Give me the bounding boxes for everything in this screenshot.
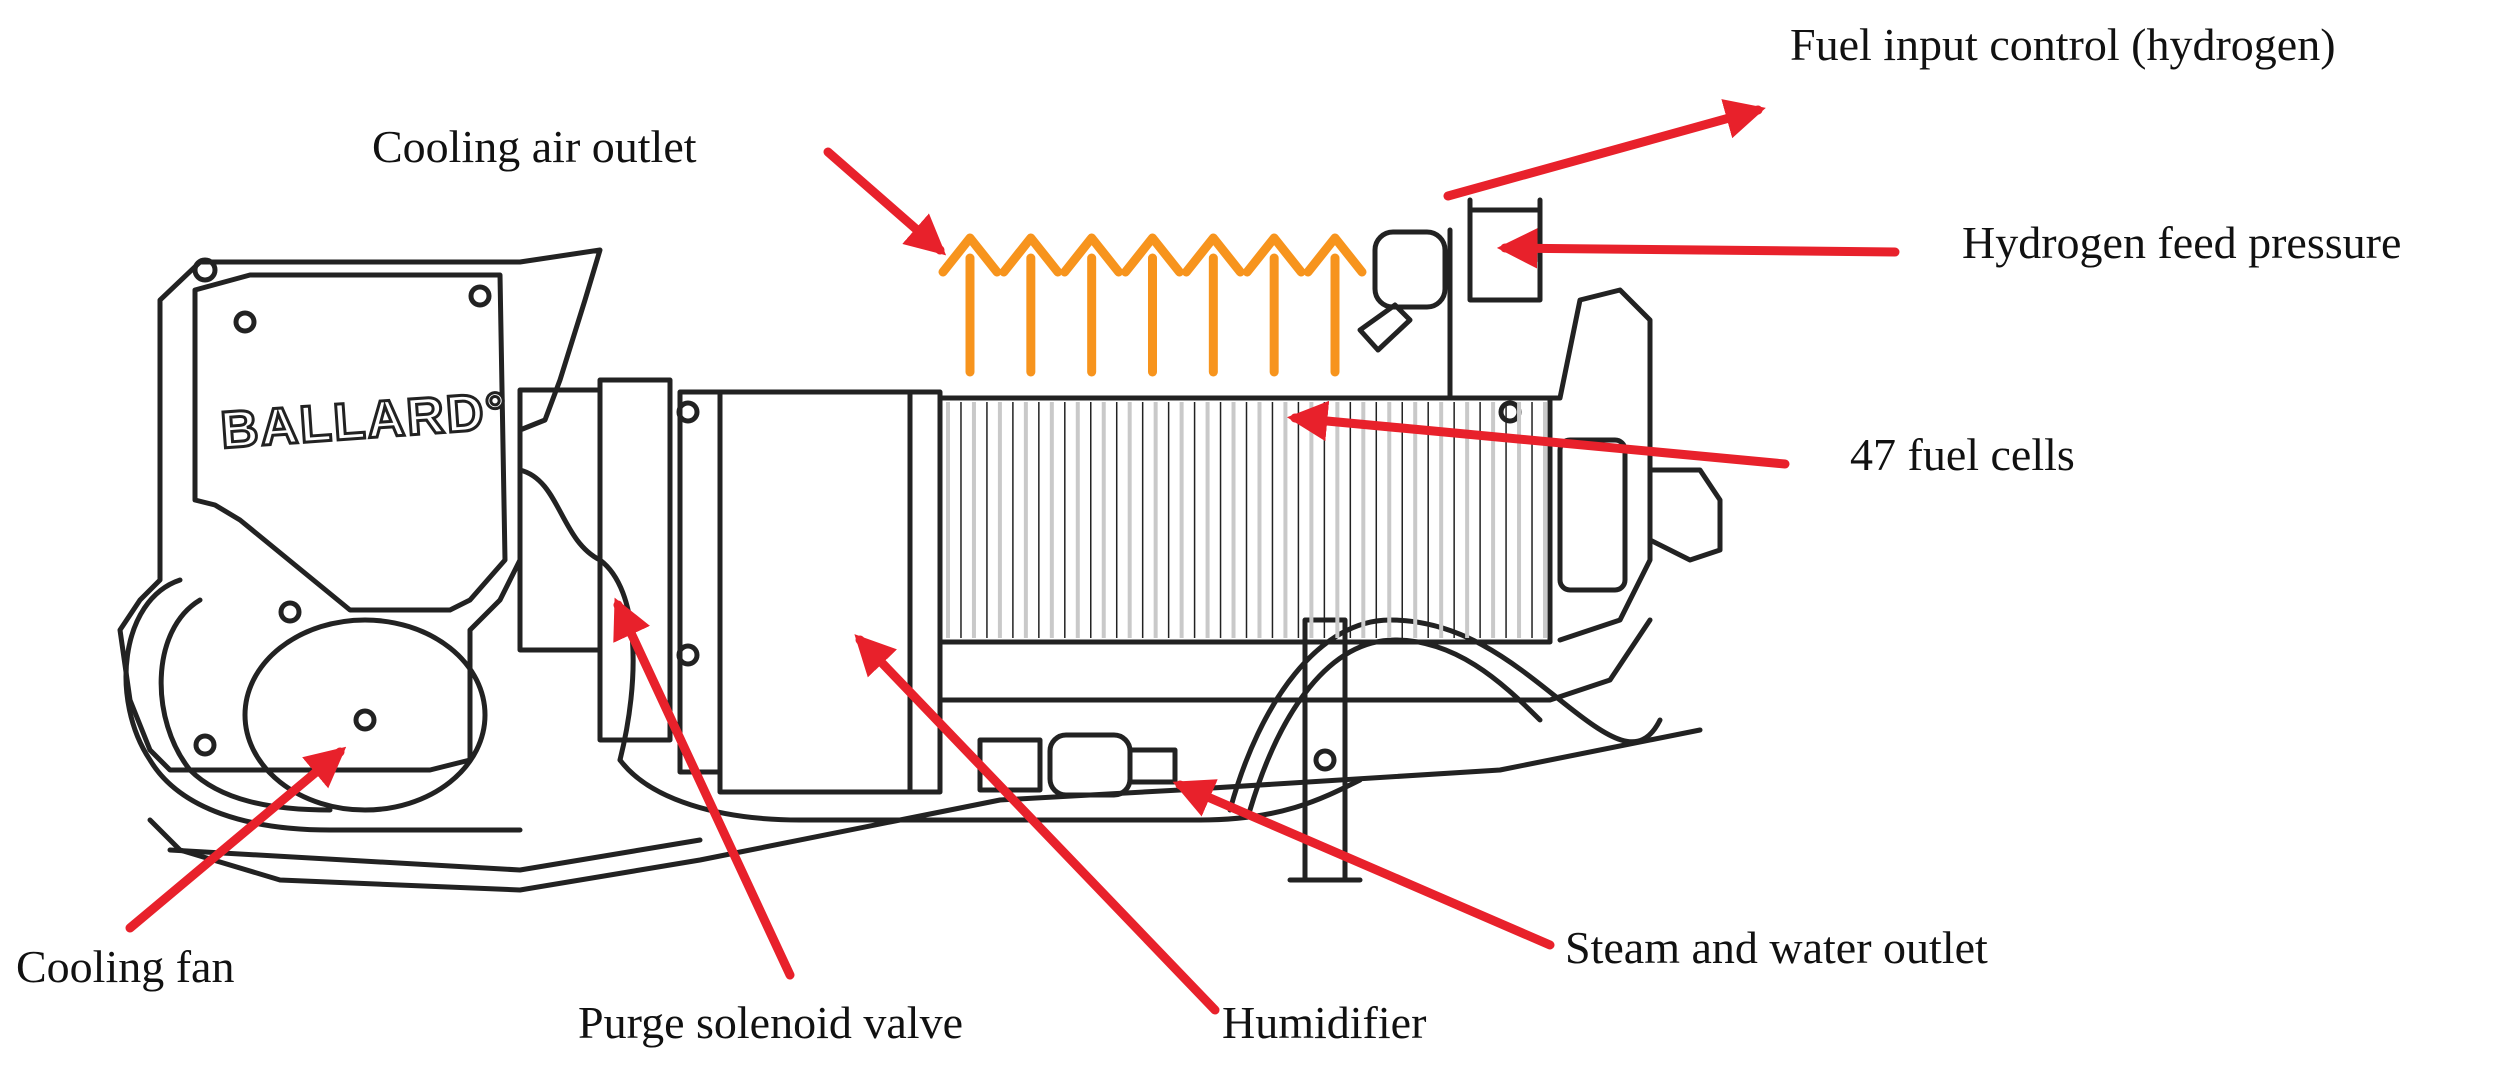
label-cooling-fan: Cooling fan <box>16 941 235 992</box>
coolant-tube-loop-2 <box>1247 637 1543 813</box>
steam-outlet-arrow <box>1172 779 1555 950</box>
wire-harness <box>517 467 636 763</box>
bolt <box>1498 400 1522 424</box>
label-fuel-input-control: Fuel input control (hydrogen) <box>1790 19 2336 70</box>
inlet-valve-block <box>1467 207 1543 303</box>
fuel-cells-arrow <box>1286 400 1790 469</box>
outlet-tube <box>617 757 1363 823</box>
label-fuel-cells: 47 fuel cells <box>1850 429 2075 480</box>
humidifier-body-right-flange <box>907 389 943 795</box>
stack-lower-tray <box>937 617 1653 703</box>
airflow-arrows <box>938 233 1367 377</box>
ballard-logo: BALLARD° <box>219 382 510 460</box>
hydrogen-pressure-arrow <box>1496 228 1900 269</box>
bolt <box>1313 748 1337 772</box>
fan-disc <box>242 617 488 813</box>
purge-valve-body <box>517 387 603 653</box>
base-rail-inner <box>167 837 703 873</box>
label-hydrogen-feed-pressure: Hydrogen feed pressure <box>1962 217 2402 268</box>
fan-housing-outline <box>117 247 603 773</box>
steam-outlet-fitting <box>977 737 1043 793</box>
coolant-tube-loop <box>1227 617 1663 813</box>
fuel-input-arrow <box>1443 99 1766 201</box>
bolt <box>468 284 492 308</box>
side-bracket <box>1647 467 1723 563</box>
fan-hub <box>353 708 377 732</box>
right-manifold <box>1447 227 1653 643</box>
label-humidifier: Humidifier <box>1222 997 1427 1048</box>
humidifier-body-left-flange <box>677 389 723 775</box>
fan-housing-panel <box>192 272 508 613</box>
pressure-regulator <box>1372 229 1448 310</box>
purge-valve-arrow <box>613 597 795 980</box>
fan-scroll-housing <box>123 577 523 833</box>
airflow-arrow <box>1181 233 1245 377</box>
fuel-cell-stack-body <box>937 395 1553 645</box>
label-steam-water-outlet: Steam and water outlet <box>1565 922 1988 973</box>
bolt <box>192 257 218 283</box>
humidifier-arrow <box>854 634 1220 1015</box>
label-purge-solenoid-valve: Purge solenoid valve <box>578 997 963 1048</box>
base-rail <box>147 727 1703 893</box>
fuel-cell-fins <box>946 402 1547 638</box>
bolt <box>278 600 302 624</box>
airflow-arrow <box>1121 233 1184 377</box>
airflow-arrow <box>1060 233 1124 377</box>
airflow-arrow <box>999 233 1063 377</box>
steam-outlet-fitting-3 <box>1127 747 1178 785</box>
airflow-arrow <box>1242 233 1306 377</box>
airflow-arrow <box>938 233 1002 377</box>
humidifier-body <box>717 389 913 795</box>
cooling-air-arrow <box>823 147 947 256</box>
cooling-fan-arrow <box>125 746 347 933</box>
fuel-cell-module-drawing <box>117 197 1723 893</box>
pressure-fitting <box>1357 302 1413 353</box>
steam-outlet-fitting-2 <box>1047 732 1133 798</box>
airflow-arrow <box>1303 233 1367 377</box>
label-cooling-air-outlet: Cooling air outlet <box>372 121 697 172</box>
bolt <box>193 733 217 757</box>
sensor-canister <box>1557 437 1628 593</box>
bolt <box>233 310 257 334</box>
